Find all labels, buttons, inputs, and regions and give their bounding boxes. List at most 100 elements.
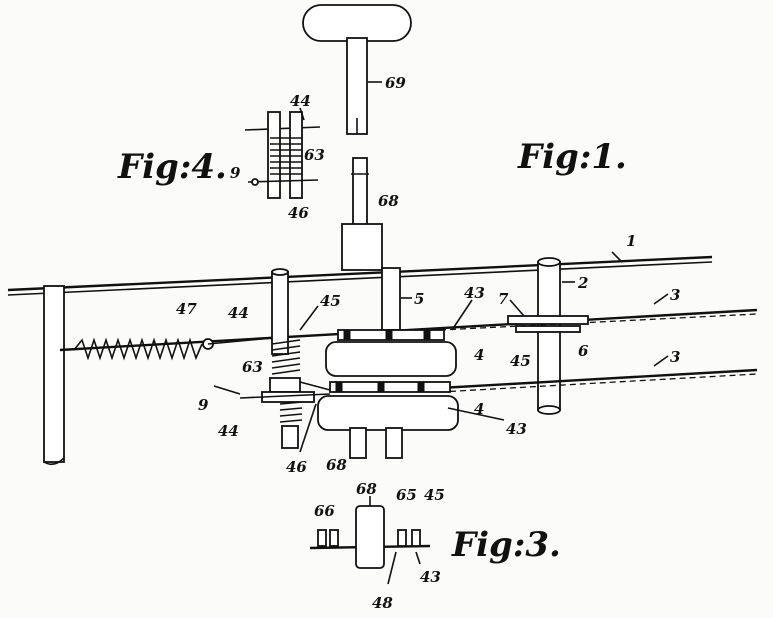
label-2: 2 — [577, 274, 588, 292]
pillar-body — [537, 261, 561, 411]
lower-rod-top — [439, 368, 758, 390]
spindle-shaft — [352, 157, 368, 227]
arm-link — [299, 381, 331, 391]
label-69: 69 — [385, 74, 406, 92]
spindle-68-top — [341, 157, 383, 271]
label-65: 65 — [396, 486, 417, 504]
clamp-7-6 — [507, 299, 589, 333]
leader-3-upper — [653, 293, 669, 305]
pillar-2 — [537, 257, 575, 415]
label-4-upper: 4 — [474, 346, 484, 364]
title-fig4: Fig:4. — [117, 147, 227, 187]
leader-43-fig3 — [415, 551, 421, 565]
fig3-pin-45 — [411, 529, 421, 547]
shaft-68-lower-right — [385, 427, 403, 459]
plate-top-edge — [7, 255, 713, 292]
column-body — [381, 267, 401, 331]
label-44-upper: 44 — [228, 304, 249, 322]
label-46-main: 46 — [286, 458, 307, 476]
leader-1 — [611, 251, 623, 263]
fig3-pin-65 — [397, 529, 407, 547]
label-45-fig3: 45 — [424, 486, 445, 504]
label-45-right: 45 — [510, 352, 531, 370]
title-fig1: Fig:1. — [517, 137, 627, 177]
label-47: 47 — [176, 300, 197, 318]
upper-assembly — [325, 299, 473, 377]
shaft-68-lower-left — [349, 427, 367, 459]
spring-lower — [279, 401, 303, 423]
fig3-hub — [355, 505, 385, 569]
leader-44-fig4 — [299, 107, 305, 121]
fig4-arm-bottom — [247, 179, 319, 183]
leader-7 — [509, 299, 525, 317]
label-68-fig3: 68 — [356, 480, 377, 498]
key-69 — [302, 4, 412, 135]
leader-43-upper — [451, 299, 473, 331]
label-5: 5 — [414, 290, 424, 308]
left-post — [43, 285, 65, 466]
label-9-fig4: 9 — [230, 164, 241, 182]
spring-coils — [73, 337, 203, 361]
fig4-arm-top — [244, 126, 321, 131]
title-fig3: Fig:3. — [451, 525, 561, 565]
fig3-detail — [309, 496, 431, 585]
leader-9 — [213, 385, 241, 395]
label-3-lower: 3 — [670, 348, 680, 366]
key-handle — [302, 4, 412, 42]
plate-6 — [515, 325, 581, 333]
lower-assembly — [317, 381, 505, 459]
label-6: 6 — [578, 342, 589, 360]
label-66: 66 — [314, 502, 335, 520]
label-68-bottom: 68 — [326, 456, 347, 474]
label-1: 1 — [626, 232, 636, 250]
label-45-upper: 45 — [320, 292, 341, 310]
fig4-post-left — [267, 111, 281, 199]
label-63-main: 63 — [242, 358, 263, 376]
label-46-fig4: 46 — [288, 204, 309, 222]
spring-63 — [271, 339, 301, 375]
label-4-lower: 4 — [474, 400, 484, 418]
label-44-fig4: 44 — [290, 92, 311, 110]
coil-spring-47 — [73, 337, 273, 361]
fig4-post-right — [289, 111, 303, 199]
lower-rod-teeth — [439, 373, 758, 393]
fig3-pin-66a — [317, 529, 327, 547]
leader-45 — [299, 305, 319, 331]
plate-7 — [507, 315, 589, 325]
column-5 — [381, 267, 412, 331]
disc-4-upper — [325, 341, 457, 377]
post-foot — [281, 425, 299, 449]
plate-bottom-edge — [7, 261, 713, 296]
fig4-detail — [244, 107, 321, 199]
leader-48 — [387, 551, 397, 585]
label-7: 7 — [498, 290, 509, 308]
plate-43-lower — [329, 381, 451, 393]
label-63-fig4: 63 — [304, 146, 325, 164]
rod-3-lower — [439, 355, 758, 393]
label-44-lower: 44 — [218, 422, 239, 440]
label-43-lower: 43 — [506, 420, 527, 438]
assembly-9-upper — [269, 377, 301, 393]
upper-rod-teeth — [439, 313, 758, 331]
lever-post — [213, 268, 331, 453]
arm-44-lower — [239, 393, 331, 399]
fig3-pin-66b — [329, 529, 339, 547]
disc-4-lower — [317, 395, 459, 431]
plate-1 — [7, 251, 713, 296]
label-3-upper: 3 — [670, 286, 680, 304]
fig4-pin — [251, 178, 259, 186]
label-43-fig3: 43 — [420, 568, 441, 586]
spindle-collar — [341, 223, 383, 271]
spring-link — [207, 337, 273, 345]
leader-46 — [299, 403, 317, 453]
label-43-upper: 43 — [464, 284, 485, 302]
left-post-body — [43, 285, 65, 463]
fig4-spring — [270, 137, 302, 175]
label-9-main: 9 — [198, 396, 209, 414]
leader-43-lower — [447, 407, 505, 421]
label-48: 48 — [372, 594, 393, 612]
label-68-top: 68 — [378, 192, 399, 210]
leader-3-lower — [653, 355, 669, 367]
